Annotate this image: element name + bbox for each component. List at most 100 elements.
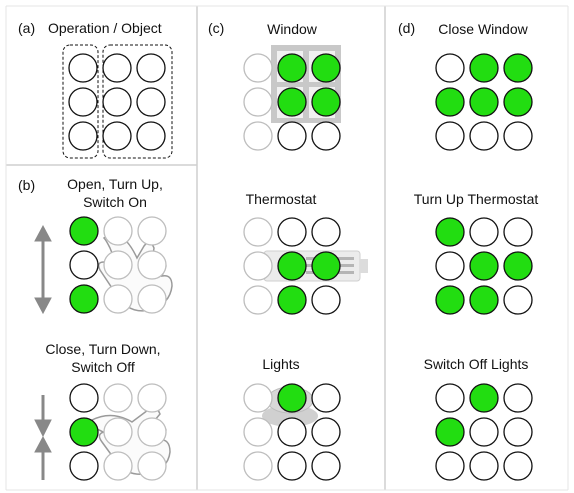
dot-off <box>137 216 167 246</box>
command-title-turn-up-thermostat: Turn Up Thermostat <box>413 191 539 207</box>
dot-off <box>435 251 465 281</box>
dot-off <box>136 53 166 83</box>
dot-on <box>469 285 499 315</box>
dot-off <box>137 383 167 413</box>
dot-off <box>503 217 533 247</box>
dot-off <box>277 121 307 151</box>
object-title-thermostat: Thermostat <box>245 191 317 207</box>
panel-c-label: (c) <box>208 20 225 36</box>
switch-off-lights-grid <box>435 383 533 481</box>
dot-off <box>243 121 273 151</box>
dot-off <box>102 87 132 117</box>
lights-grid <box>243 383 341 481</box>
dot-on <box>503 53 533 83</box>
dot-on <box>69 284 99 314</box>
command-title-switch-off-lights: Switch Off Lights <box>423 356 529 372</box>
dot-off <box>243 87 273 117</box>
dot-off <box>68 121 98 151</box>
dot-off <box>311 451 341 481</box>
dot-off <box>103 383 133 413</box>
gesture-up-line-2: Switch On <box>83 194 147 210</box>
dot-on <box>503 251 533 281</box>
dot-off <box>435 383 465 413</box>
up-arrow-icon <box>34 224 52 315</box>
dot-off <box>277 417 307 447</box>
dot-off <box>136 121 166 151</box>
dot-off <box>103 451 133 481</box>
panel-a-title: Operation / Object <box>48 20 162 36</box>
dot-on <box>435 87 465 117</box>
dot-on <box>503 87 533 117</box>
dot-off <box>311 121 341 151</box>
gesture-down-line-1: Close, Turn Down, <box>45 341 161 357</box>
dot-on <box>435 285 465 315</box>
dot-off <box>243 217 273 247</box>
dot-off <box>243 285 273 315</box>
dot-on <box>277 53 307 83</box>
dot-off <box>311 417 341 447</box>
dot-on <box>277 383 307 413</box>
gesture-down-grid <box>69 383 167 481</box>
operation-object-grid <box>68 53 166 151</box>
dot-off <box>435 53 465 83</box>
dot-off <box>435 121 465 151</box>
dot-off <box>137 451 167 481</box>
object-title-lights: Lights <box>262 356 300 372</box>
dot-off <box>277 451 307 481</box>
dot-off <box>243 53 273 83</box>
dot-on <box>311 87 341 117</box>
dot-off <box>69 250 99 280</box>
dot-on <box>69 417 99 447</box>
command-title-close-window: Close Window <box>438 21 528 37</box>
dot-off <box>243 383 273 413</box>
dot-on <box>311 53 341 83</box>
dot-off <box>103 216 133 246</box>
dot-off <box>469 217 499 247</box>
panel-d-label: (d) <box>398 20 416 36</box>
object-title-window: Window <box>267 21 317 37</box>
dot-off <box>503 285 533 315</box>
dot-on <box>277 285 307 315</box>
dot-off <box>69 451 99 481</box>
dot-off <box>311 217 341 247</box>
dot-on <box>435 217 465 247</box>
dot-off <box>435 451 465 481</box>
dot-on <box>277 251 307 281</box>
dot-on <box>435 417 465 447</box>
dot-off <box>102 53 132 83</box>
dot-off <box>102 121 132 151</box>
dot-on <box>469 53 499 83</box>
dot-off <box>68 53 98 83</box>
dot-off <box>137 284 167 314</box>
dot-off <box>243 451 273 481</box>
dot-off <box>503 417 533 447</box>
gesture-up-grid <box>69 216 167 314</box>
thermostat-grid <box>243 217 341 315</box>
dot-on <box>469 87 499 117</box>
dot-on <box>469 251 499 281</box>
dot-off <box>137 250 167 280</box>
dot-off <box>277 217 307 247</box>
dot-off <box>469 451 499 481</box>
close-window-grid <box>435 53 533 151</box>
down-arrow-icon <box>34 395 52 480</box>
dot-off <box>503 121 533 151</box>
dot-off <box>469 121 499 151</box>
gesture-down-line-2: Switch Off <box>71 359 135 375</box>
dot-off <box>103 250 133 280</box>
dot-off <box>68 87 98 117</box>
dot-off <box>136 87 166 117</box>
dot-off <box>103 284 133 314</box>
panel-a-label: (a) <box>18 20 36 36</box>
dot-off <box>311 383 341 413</box>
dot-off <box>311 285 341 315</box>
dot-on <box>469 383 499 413</box>
dot-on <box>311 251 341 281</box>
dot-off <box>503 383 533 413</box>
window-grid <box>243 53 341 151</box>
dot-off <box>103 417 133 447</box>
dot-off <box>243 251 273 281</box>
